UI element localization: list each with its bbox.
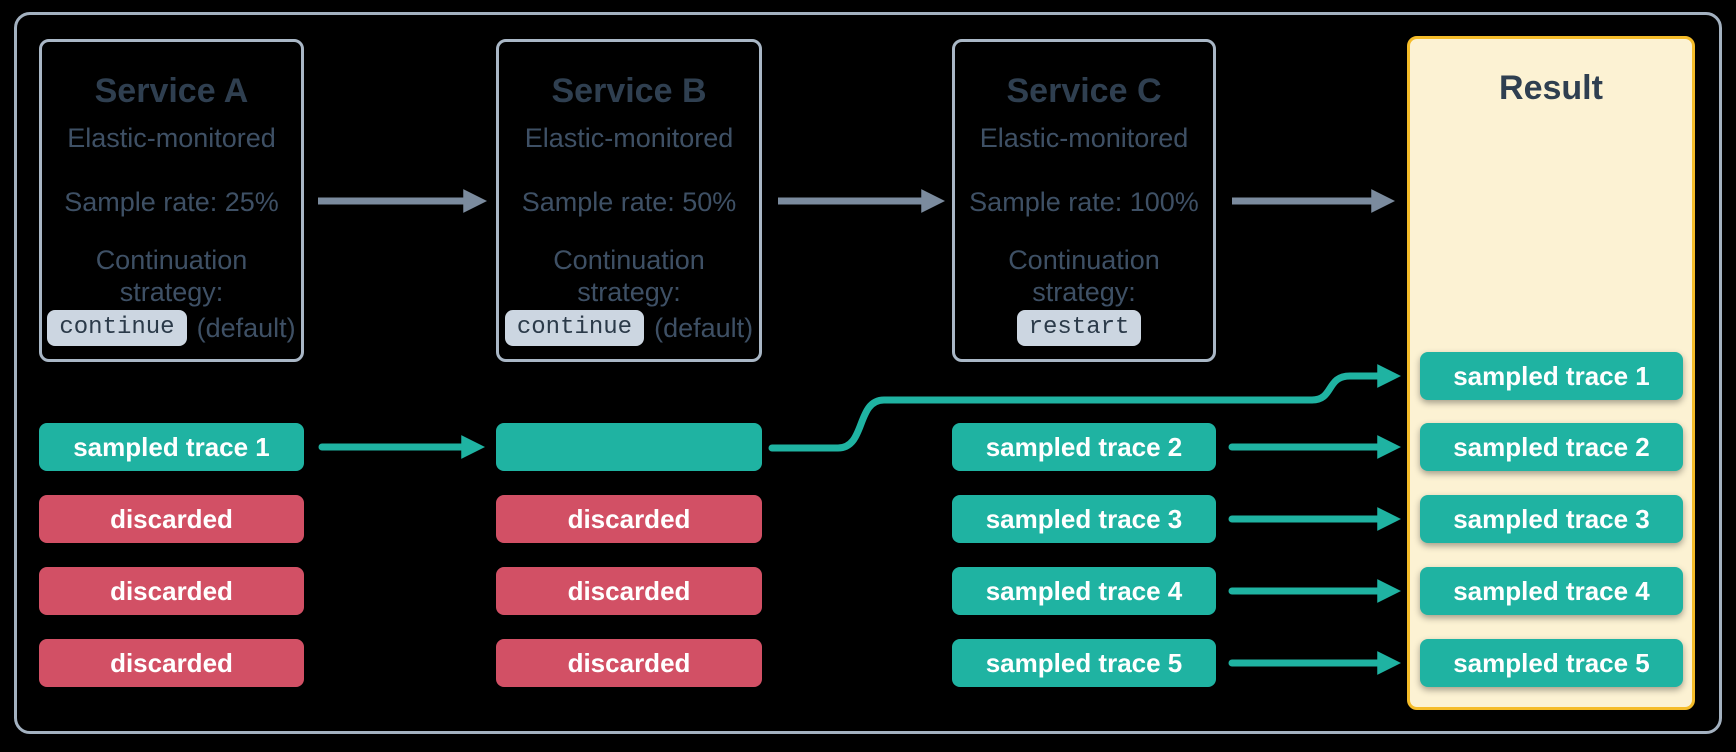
service-c-row-sampled-trace-2: sampled trace 2 <box>952 423 1216 471</box>
service-c-sample-rate: Sample rate: 100% <box>969 187 1199 217</box>
service-b-row-discarded-1: discarded <box>496 495 762 543</box>
service-a-strategy-row: continue (default) <box>42 310 301 346</box>
service-a-row-discarded-2: discarded <box>39 567 304 615</box>
service-a-row-discarded-1: discarded <box>39 495 304 543</box>
service-c-row-sampled-trace-5: sampled trace 5 <box>952 639 1216 687</box>
service-c-title: Service C <box>1006 72 1162 110</box>
service-c-strategy-label: Continuation strategy: <box>1008 245 1160 307</box>
result-row-sampled-trace-5: sampled trace 5 <box>1420 639 1683 687</box>
service-a-strategy-suffix: (default) <box>196 312 296 343</box>
service-c-row-sampled-trace-3: sampled trace 3 <box>952 495 1216 543</box>
service-a-row-sampled-trace-1: sampled trace 1 <box>39 423 304 471</box>
service-c-strategy-row: restart <box>955 310 1213 346</box>
result-row-sampled-trace-4: sampled trace 4 <box>1420 567 1683 615</box>
service-c-strategy-pill: restart <box>1016 310 1142 346</box>
service-a-card: Service A Elastic-monitored Sample rate:… <box>39 39 304 362</box>
service-a-sample-rate: Sample rate: 25% <box>64 187 279 217</box>
result-card: Result sampled trace 1 sampled trace 2 s… <box>1407 36 1695 710</box>
service-b-monitored: Elastic-monitored <box>524 123 734 153</box>
service-b-row-discarded-2: discarded <box>496 567 762 615</box>
service-a-monitored: Elastic-monitored <box>67 123 276 153</box>
result-row-sampled-trace-1: sampled trace 1 <box>1420 352 1683 400</box>
service-b-sample-rate: Sample rate: 50% <box>521 187 737 217</box>
service-b-strategy-suffix: (default) <box>654 312 754 343</box>
service-b-row-sampled-unlabeled <box>496 423 762 471</box>
service-b-title: Service B <box>551 72 707 110</box>
service-b-strategy-pill: continue <box>504 310 645 346</box>
result-row-sampled-trace-2: sampled trace 2 <box>1420 423 1683 471</box>
service-c-card: Service C Elastic-monitored Sample rate:… <box>952 39 1216 362</box>
service-c-row-sampled-trace-4: sampled trace 4 <box>952 567 1216 615</box>
service-b-card: Service B Elastic-monitored Sample rate:… <box>496 39 762 362</box>
service-c-monitored: Elastic-monitored <box>979 123 1189 153</box>
outer-container-border <box>14 12 1722 734</box>
service-b-strategy-row: continue (default) <box>499 310 759 346</box>
result-row-sampled-trace-3: sampled trace 3 <box>1420 495 1683 543</box>
service-a-row-discarded-3: discarded <box>39 639 304 687</box>
service-a-strategy-label: Continuation strategy: <box>95 245 248 307</box>
service-a-title: Service A <box>94 72 249 110</box>
service-b-row-discarded-3: discarded <box>496 639 762 687</box>
service-a-strategy-pill: continue <box>47 310 187 346</box>
service-b-strategy-label: Continuation strategy: <box>553 245 705 307</box>
result-title: Result <box>1499 69 1603 107</box>
